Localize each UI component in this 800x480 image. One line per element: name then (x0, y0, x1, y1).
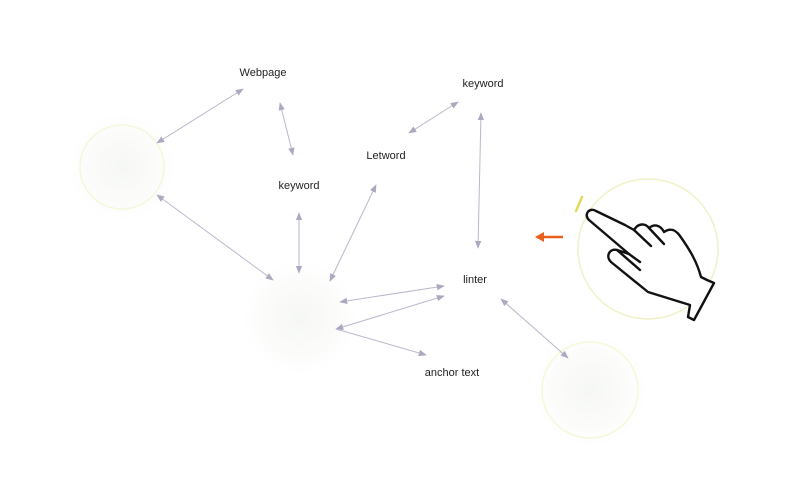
edge-arrow (329, 184, 377, 282)
bottom-right-node-ring[interactable] (541, 341, 639, 439)
node-label-keyword-top[interactable]: keyword (462, 78, 504, 90)
gesture-ring (577, 178, 719, 320)
edge-arrow (408, 101, 459, 134)
node-label-linter[interactable]: linter (463, 274, 487, 286)
node-label-webpage[interactable]: Webpage (239, 67, 287, 79)
edge-arrow (474, 112, 485, 249)
node-label-anchor-text[interactable]: anchor text (424, 367, 480, 379)
edge-arrow (335, 295, 445, 330)
edge-arrow (500, 298, 569, 359)
pointing-hand-icon[interactable] (585, 208, 716, 322)
edge-arrow (156, 194, 274, 281)
left-node-ring[interactable] (79, 124, 165, 210)
swipe-left-arrow-icon (535, 232, 563, 242)
edge-arrow (335, 328, 427, 357)
tap-mark-icon (574, 195, 584, 213)
edge-arrow (339, 283, 445, 305)
edge-arrow (156, 88, 244, 144)
edge-group (156, 88, 569, 359)
node-label-keyword-mid[interactable]: keyword (278, 180, 320, 192)
edge-arrow (278, 102, 295, 156)
node-label-letword[interactable]: Letword (366, 150, 406, 162)
